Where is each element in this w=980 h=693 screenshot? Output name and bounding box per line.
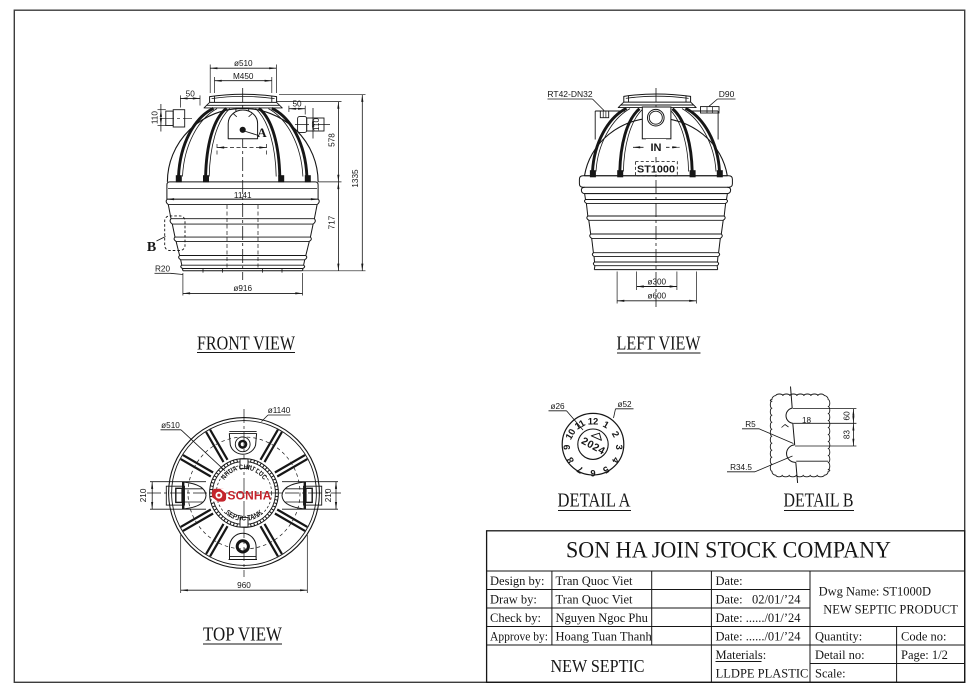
svg-text:Approve by:: Approve by:: [490, 629, 548, 643]
svg-text:110: 110: [150, 111, 159, 124]
svg-text:ø26: ø26: [550, 402, 565, 411]
svg-text:9: 9: [562, 445, 573, 450]
svg-text:60: 60: [842, 411, 851, 421]
svg-text:R5: R5: [745, 420, 756, 429]
svg-text:3: 3: [613, 445, 624, 450]
svg-text:LEFT VIEW: LEFT VIEW: [617, 333, 701, 355]
svg-text:50: 50: [292, 100, 302, 109]
svg-text:210: 210: [139, 488, 148, 502]
svg-text:SONHA: SONHA: [228, 489, 272, 503]
svg-text:R20: R20: [155, 265, 170, 274]
svg-text:Date:: Date:: [716, 574, 743, 588]
svg-text:1335: 1335: [351, 169, 360, 188]
svg-text:4: 4: [609, 455, 622, 466]
svg-text:IN: IN: [651, 142, 662, 154]
svg-text:R34.5: R34.5: [730, 463, 752, 472]
svg-text:ø300: ø300: [647, 277, 666, 286]
svg-text:Tran Quoc Viet: Tran Quoc Viet: [556, 574, 634, 588]
svg-text:50: 50: [186, 89, 196, 98]
svg-text:717: 717: [327, 215, 336, 229]
svg-text:Draw by:: Draw by:: [490, 592, 537, 606]
svg-text:7: 7: [575, 463, 585, 475]
svg-text:TOP VIEW: TOP VIEW: [203, 624, 282, 646]
svg-text:ø1140: ø1140: [268, 406, 291, 415]
svg-text:210: 210: [324, 488, 333, 502]
svg-text:FRONT VIEW: FRONT VIEW: [197, 333, 295, 355]
svg-text:Design by:: Design by:: [490, 574, 545, 588]
svg-text:83: 83: [842, 430, 851, 440]
svg-text:960: 960: [237, 581, 251, 590]
svg-text:Dwg Name: ST1000D: Dwg Name: ST1000D: [819, 585, 932, 599]
svg-text:NEW SEPTIC: NEW SEPTIC: [551, 656, 645, 676]
svg-text:Hoang Tuan Thanh: Hoang Tuan Thanh: [556, 629, 653, 643]
svg-text:18: 18: [802, 416, 812, 425]
svg-text:Quantity:: Quantity:: [815, 629, 862, 643]
svg-text:DETAIL A: DETAIL A: [558, 490, 631, 512]
svg-text:578: 578: [327, 133, 336, 147]
svg-text:8: 8: [565, 455, 577, 465]
svg-text:Detail no:: Detail no:: [815, 648, 865, 662]
svg-text:Materials:: Materials:: [716, 648, 767, 662]
svg-text:Nguyen Ngoc Phu: Nguyen Ngoc Phu: [556, 611, 649, 625]
svg-text:Check by:: Check by:: [490, 611, 541, 625]
svg-text:RT42-DN32: RT42-DN32: [547, 89, 592, 99]
svg-text:A: A: [257, 125, 267, 140]
svg-text:D90: D90: [719, 89, 735, 99]
svg-text:ø510: ø510: [234, 59, 253, 68]
svg-text:Date: 02/01/’24: Date: 02/01/’24: [716, 592, 802, 606]
svg-text:ø916: ø916: [233, 284, 252, 293]
svg-text:5: 5: [600, 463, 611, 476]
svg-text:M450: M450: [233, 72, 254, 81]
svg-text:12: 12: [588, 416, 599, 427]
svg-text:Date: ....../01/’24: Date: ....../01/’24: [716, 629, 802, 643]
svg-text:Page: 1/2: Page: 1/2: [901, 648, 948, 662]
svg-text:ø510: ø510: [161, 421, 180, 430]
svg-text:10: 10: [564, 427, 579, 442]
svg-text:Scale:: Scale:: [815, 666, 846, 680]
svg-text:Tran Quoc Viet: Tran Quoc Viet: [556, 592, 634, 606]
svg-text:2: 2: [609, 429, 621, 439]
svg-text:1: 1: [601, 419, 612, 432]
svg-text:110: 110: [312, 118, 321, 131]
svg-text:6: 6: [590, 467, 595, 478]
svg-text:B: B: [147, 240, 156, 255]
svg-text:ST1000: ST1000: [637, 163, 675, 175]
svg-text:ø52: ø52: [617, 400, 632, 409]
svg-text:1141: 1141: [234, 191, 252, 200]
svg-text:SON HA JOIN STOCK COMPANY: SON HA JOIN STOCK COMPANY: [566, 537, 891, 562]
svg-text:ø600: ø600: [647, 292, 666, 301]
svg-text:NEW SEPTIC PRODUCT: NEW SEPTIC PRODUCT: [823, 603, 958, 617]
svg-text:DETAIL B: DETAIL B: [784, 490, 854, 512]
svg-text:Code no:: Code no:: [901, 629, 946, 643]
svg-text:LLDPE PLASTIC: LLDPE PLASTIC: [716, 666, 809, 680]
svg-text:Date: ....../01/’24: Date: ....../01/’24: [716, 611, 802, 625]
